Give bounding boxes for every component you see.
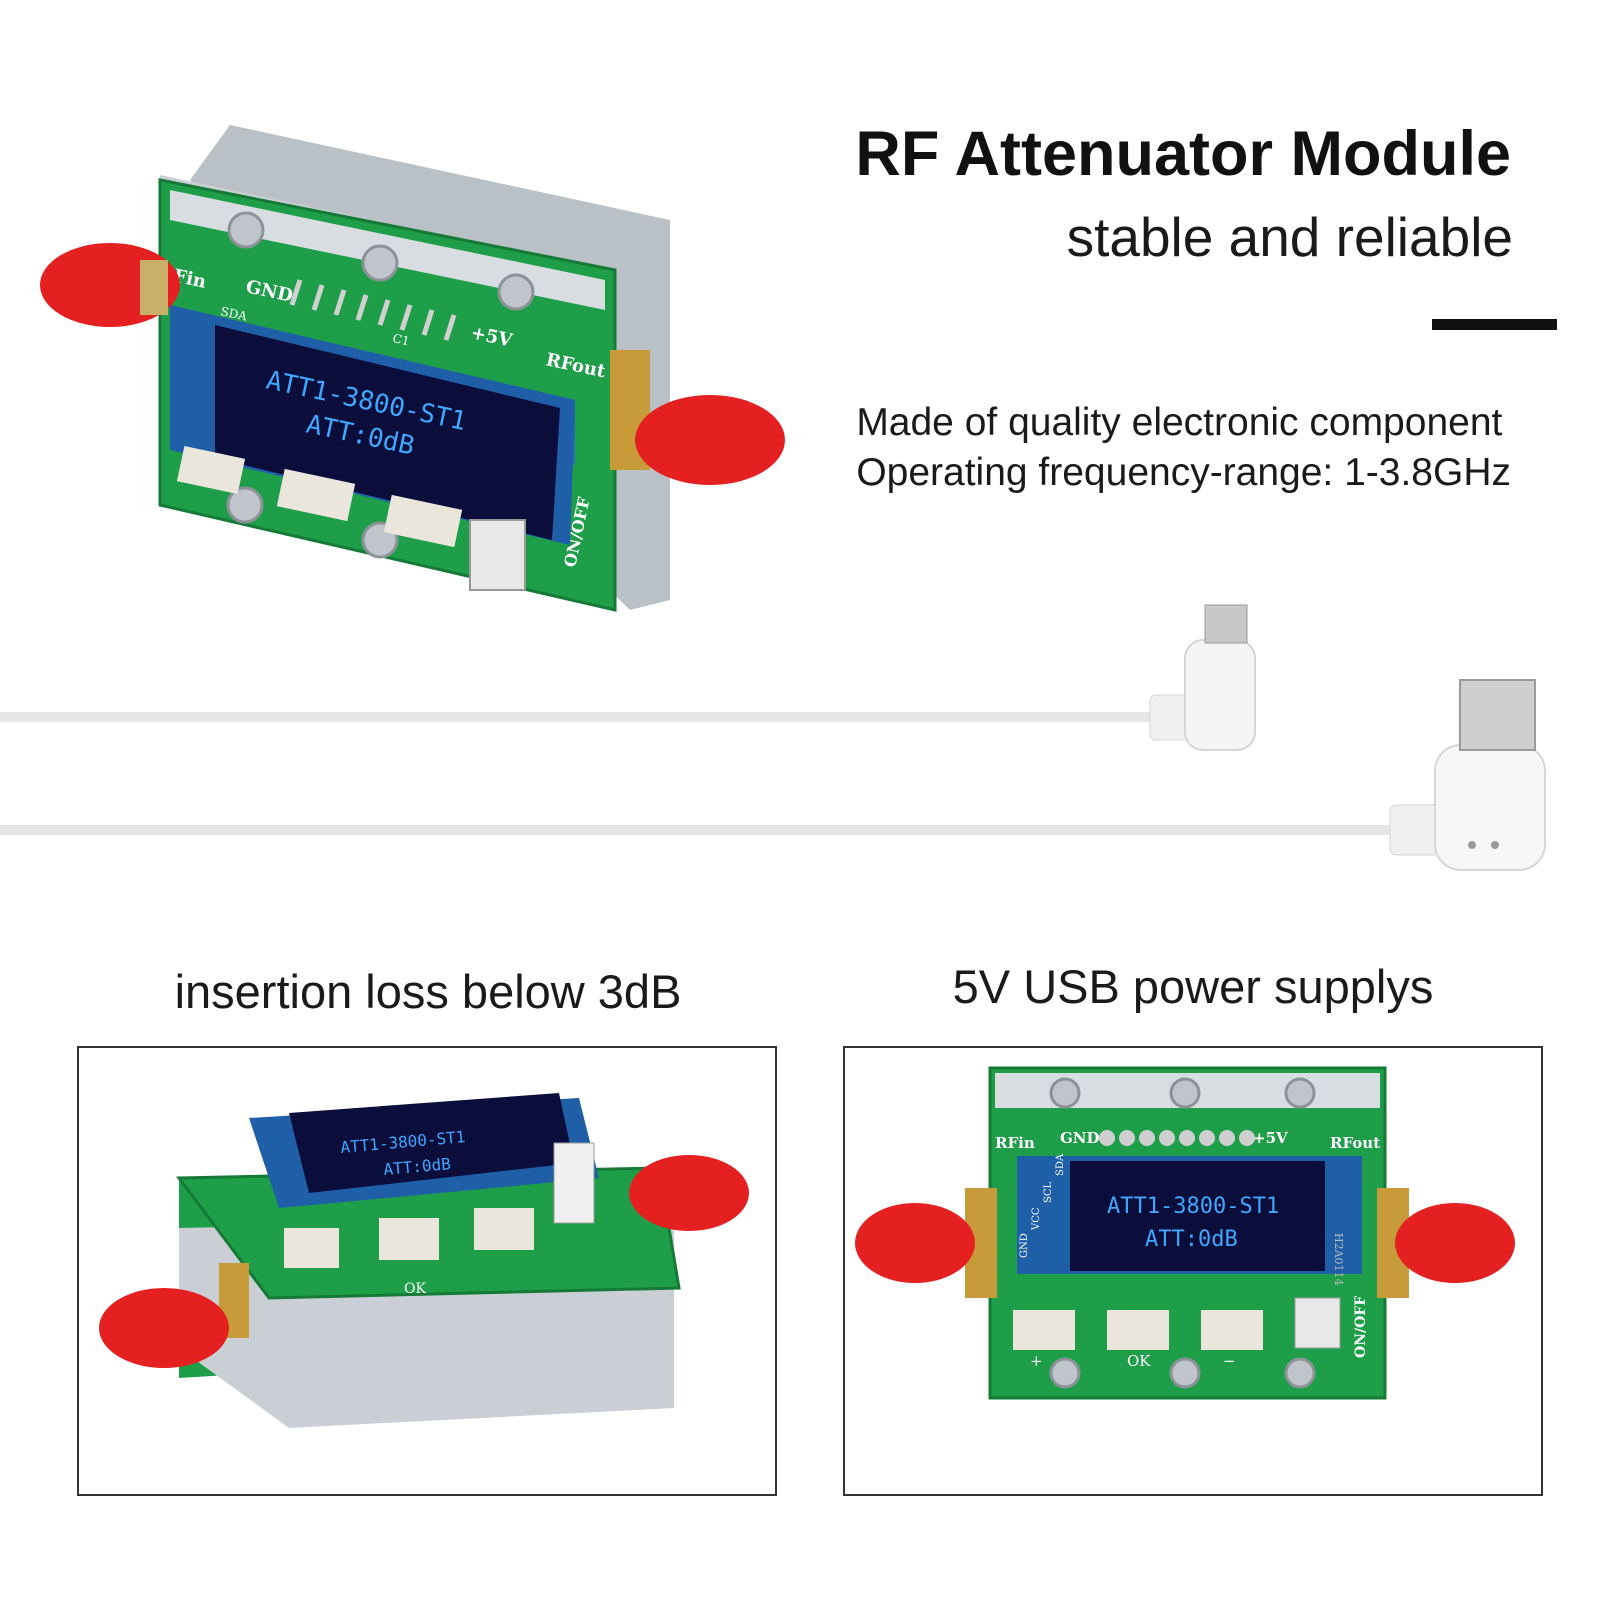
screw-icon — [226, 211, 535, 559]
rf-input-connector — [99, 1263, 249, 1368]
svg-text:SCL: SCL — [1043, 1181, 1054, 1203]
usb-a-plug-icon — [1389, 679, 1546, 871]
svg-text:SDA: SDA — [1055, 1153, 1066, 1176]
screw-icon — [1049, 1077, 1316, 1389]
rf-output-connector — [1377, 1188, 1515, 1298]
ok-label: OK — [404, 1281, 426, 1297]
svg-text:VCC: VCC — [1031, 1207, 1042, 1231]
main-product-image: GND +5V RFin RFout SDA C1 ON/OFF ATT1-38… — [40, 125, 785, 612]
usb-cable-image — [0, 604, 1546, 871]
left-panel-caption: insertion loss below 3dB — [174, 965, 682, 1018]
svg-text:GND: GND — [1019, 1233, 1030, 1258]
page-title: RF Attenuator Module — [855, 119, 1511, 189]
feature-item: Made of quality electronic component — [856, 401, 1503, 444]
display-line2: ATT:0dB — [1145, 1227, 1238, 1252]
oled-screen — [289, 1093, 574, 1193]
micro-usb-plug-icon — [1149, 604, 1256, 751]
power-switch — [553, 1142, 595, 1224]
product-top-image: GND +5V RFin RFout ATT1-3800-ST1 ATT:0dB… — [855, 1066, 1515, 1400]
tactile-button — [176, 445, 463, 548]
product-angle-image: ATT1-3800-ST1 ATT:0dB OK — [99, 1093, 749, 1428]
oled-screen — [1070, 1161, 1325, 1271]
minus-label: − — [1223, 1352, 1236, 1370]
right-panel-caption: 5V USB power supplys — [952, 960, 1434, 1013]
page-subtitle: stable and reliable — [1066, 206, 1513, 268]
c1-label: C1 — [391, 331, 410, 348]
gnd-label: GND — [1060, 1129, 1100, 1147]
plus-label: + — [1030, 1352, 1043, 1370]
header-pins — [1099, 1130, 1255, 1146]
pin-labels: GND VCC SCL SDA — [1019, 1153, 1066, 1258]
tactile-button — [1013, 1310, 1263, 1350]
accent-divider — [1432, 319, 1557, 330]
oled-screen — [215, 325, 560, 540]
display-line1: ATT1-3800-ST1 — [1107, 1194, 1279, 1219]
onoff-label: ON/OFF — [1353, 1296, 1369, 1358]
rf-input-connector — [855, 1188, 997, 1298]
power-switch — [469, 519, 526, 591]
rfin-label: RFin — [995, 1134, 1035, 1152]
rf-output-connector — [629, 1155, 749, 1231]
header-pins — [289, 279, 457, 341]
ok-label: OK — [1127, 1352, 1151, 1370]
right-panel-frame: GND +5V RFin RFout ATT1-3800-ST1 ATT:0dB… — [843, 1046, 1543, 1496]
power-switch — [1294, 1297, 1341, 1349]
left-panel-frame: ATT1-3800-ST1 ATT:0dB OK — [77, 1046, 777, 1496]
rf-input-connector — [40, 243, 180, 327]
5v-label: +5V — [1253, 1129, 1288, 1147]
feature-list: Made of quality electronic component Ope… — [856, 398, 1511, 498]
rf-output-connector — [610, 350, 785, 485]
rfout-label: RFout — [1330, 1134, 1380, 1152]
chip-marking: H2A0114 — [1332, 1233, 1345, 1286]
feature-item: Operating frequency-range: 1-3.8GHz — [856, 451, 1511, 494]
tactile-button — [284, 1208, 534, 1268]
